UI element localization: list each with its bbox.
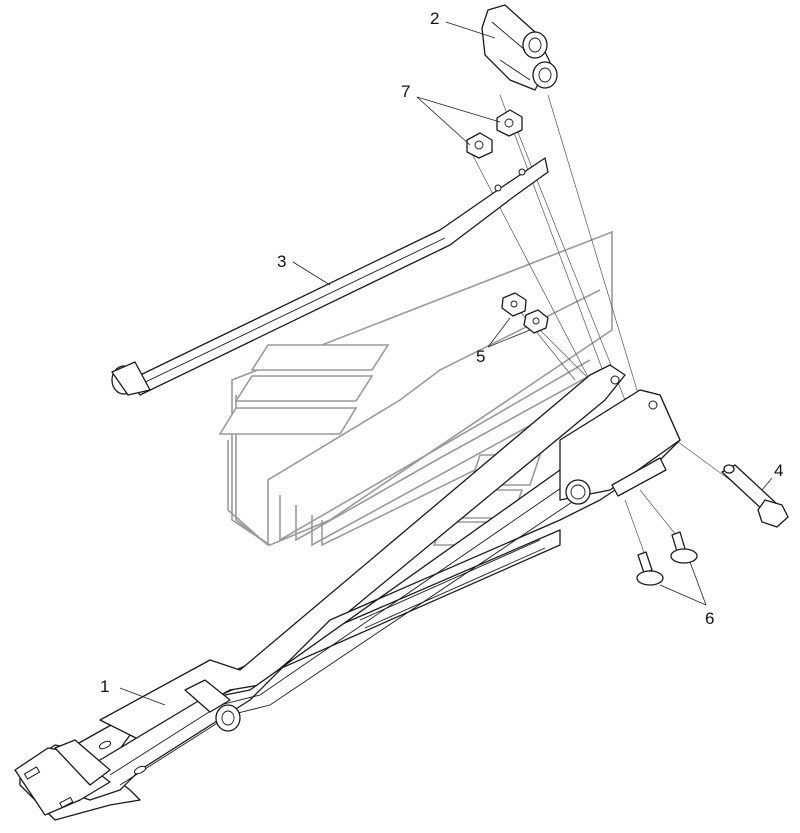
callout-6: 6 [705, 609, 714, 628]
leader-lines [119, 21, 773, 706]
flange-nut-pair [466, 109, 523, 159]
callout-labels: 1 2 3 4 5 6 7 [100, 9, 783, 696]
pin-bolt [721, 464, 789, 528]
callout-7: 7 [401, 82, 410, 101]
frame-bracket [14, 364, 681, 821]
callout-3: 3 [277, 252, 286, 271]
callout-2: 2 [430, 9, 439, 28]
bushing-clamp [481, 4, 558, 91]
callout-1: 1 [100, 677, 109, 696]
callout-5: 5 [476, 347, 485, 366]
callout-4: 4 [774, 461, 783, 480]
leaf-strap [111, 157, 549, 396]
nut-pair [501, 292, 549, 334]
flange-bolt-pair [636, 531, 698, 586]
